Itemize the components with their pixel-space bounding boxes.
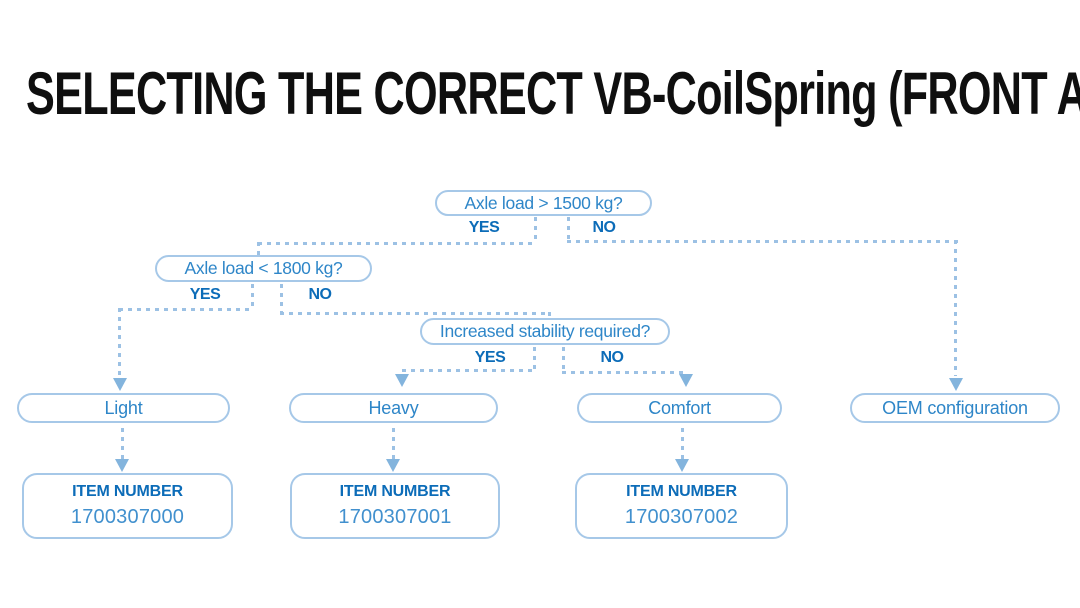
connector-to-oem (954, 240, 957, 376)
item-number: 1700307001 (338, 506, 452, 528)
connector-light-item (121, 428, 124, 461)
d1-yes-label: YES (468, 219, 500, 236)
connector-d2-yes-stub (251, 284, 254, 310)
result-comfort: Comfort (577, 393, 782, 423)
item-label: ITEM NUMBER (626, 483, 737, 500)
d2-yes-label: YES (189, 286, 221, 303)
item-box-comfort: ITEM NUMBER 1700307002 (575, 473, 788, 539)
item-number: 1700307000 (70, 506, 185, 528)
result-oem-configuration: OEM configuration (850, 393, 1060, 423)
connector-d1-yes-horizontal (258, 242, 537, 245)
connector-d3-no-stub (562, 347, 565, 373)
connector-d1-yes-stub (534, 217, 537, 243)
connector-d1-no-horizontal (567, 240, 958, 243)
d3-no-label: NO (600, 349, 625, 366)
result-light-text: Light (104, 397, 143, 418)
decision-axle-load-1800-text: Axle load < 1800 kg? (184, 258, 343, 278)
connector-to-d3 (548, 312, 551, 319)
connector-to-light (118, 308, 121, 376)
connector-d3-yes-stub (533, 347, 536, 371)
result-heavy-text: Heavy (368, 397, 419, 418)
page-title: SELECTING THE CORRECT VB-CoilSpring (FRO… (26, 60, 1080, 127)
decision-increased-stability: Increased stability required? (420, 318, 670, 345)
result-light: Light (17, 393, 230, 423)
connector-d3-no-horizontal (562, 371, 688, 374)
connector-d3-yes-horizontal (402, 369, 536, 372)
decision-axle-load-1500: Axle load > 1500 kg? (435, 190, 652, 216)
arrow-heavy-item (386, 459, 400, 472)
arrow-to-heavy (395, 374, 409, 387)
connector-d2-no-stub (280, 284, 283, 313)
decision-axle-load-1800: Axle load < 1800 kg? (155, 255, 372, 282)
item-box-light: ITEM NUMBER 1700307000 (22, 473, 233, 539)
d1-no-label: NO (592, 219, 617, 236)
item-label: ITEM NUMBER (72, 483, 183, 500)
d2-no-label: NO (308, 286, 333, 303)
arrow-comfort-item (675, 459, 689, 472)
connector-comfort-item (681, 428, 684, 461)
d3-yes-label: YES (474, 349, 506, 366)
decision-increased-stability-text: Increased stability required? (439, 321, 651, 341)
arrow-light-item (115, 459, 129, 472)
result-heavy: Heavy (289, 393, 498, 423)
decision-axle-load-1500-text: Axle load > 1500 kg? (464, 192, 623, 213)
arrow-to-oem (949, 378, 963, 391)
connector-d1-no-stub (567, 217, 570, 242)
arrow-to-light (113, 378, 127, 391)
item-label: ITEM NUMBER (339, 483, 451, 500)
arrow-to-comfort (679, 374, 693, 387)
item-number: 1700307002 (624, 506, 739, 528)
item-box-heavy: ITEM NUMBER 1700307001 (290, 473, 500, 539)
result-comfort-text: Comfort (648, 397, 711, 418)
connector-to-d2 (257, 242, 260, 255)
connector-heavy-item (392, 428, 395, 461)
connector-d2-no-horizontal (280, 312, 551, 315)
connector-d2-yes-horizontal (119, 308, 254, 311)
result-oem-configuration-text: OEM configuration (882, 397, 1028, 418)
